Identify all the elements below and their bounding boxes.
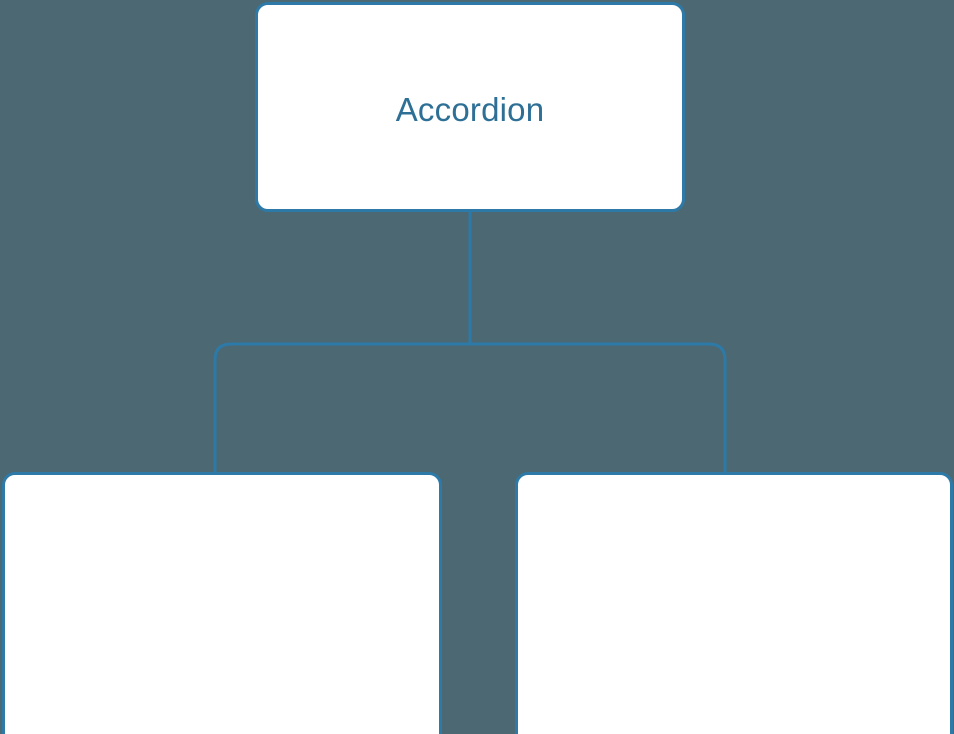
edge-accordion-to-panel-1 xyxy=(470,342,727,474)
node-accordion-label: Accordion xyxy=(395,91,545,128)
node-accordion[interactable]: Accordion xyxy=(255,2,685,212)
edge-accordion-to-panel-0 xyxy=(213,342,470,474)
node-panel-1[interactable]: Panel isActive false xyxy=(515,472,953,734)
node-panel-0[interactable]: Panel isActive false xyxy=(2,472,442,734)
